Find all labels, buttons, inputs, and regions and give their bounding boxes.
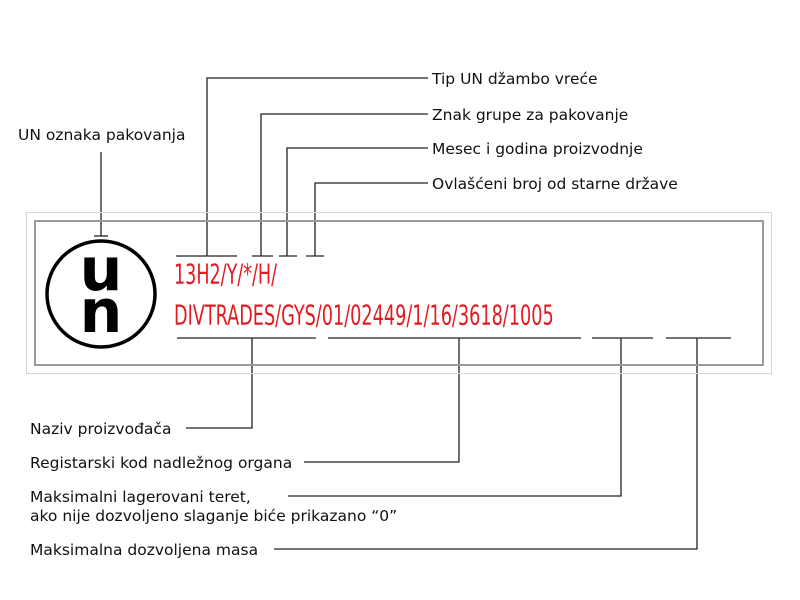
label-un-mark: UN oznaka pakovanja [18, 126, 186, 144]
un-letter-u: u [79, 235, 123, 305]
label-bag-type: Tip UN džambo vreće [432, 70, 598, 88]
un-symbol: u n [44, 238, 158, 350]
label-max-mass: Maksimalna dozvoljena masa [30, 541, 259, 559]
plate-outer-frame [26, 212, 772, 374]
un-letter-n: n [79, 277, 123, 347]
label-packing-group: Znak grupe za pakovanje [432, 106, 629, 124]
label-max-load-2: ako nije dozvoljeno slaganje biće prikaz… [30, 507, 398, 525]
label-authorized-number: Ovlašćeni broj od starne države [432, 175, 678, 193]
label-max-load-1: Maksimalni lagerovani teret, [30, 488, 251, 506]
un-circle [45, 239, 157, 349]
label-registry-code: Registarski kod nadležnog organa [30, 454, 293, 472]
label-month-year: Mesec i godina proizvodnje [432, 140, 643, 158]
marking-line-2: DIVTRADES/GYS/01/02449/1/16/3618/1005 [174, 299, 554, 331]
plate-inner-frame [34, 220, 764, 366]
marking-line-1: 13H2/Y/*/H/ [174, 258, 278, 290]
label-manufacturer: Naziv proizvođača [30, 420, 172, 438]
